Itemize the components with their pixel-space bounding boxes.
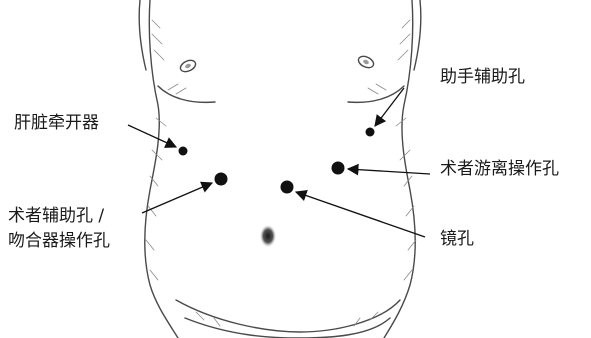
navel [260,225,276,247]
scope-arrow [296,192,425,237]
surgeon-port-label: 术者游离操作孔 [440,158,559,181]
surgeon-port [332,162,345,175]
assistant-port [366,128,375,137]
torso-illustration [139,0,421,338]
liver-retractor-arrow [128,125,176,147]
liver-retractor-label: 肝脏牵开器 [14,112,99,135]
assistant-arrow [375,88,404,126]
assistant-port-label: 助手辅助孔 [440,66,525,89]
surgeon-arrow [348,169,430,174]
surgeon-assist-label-line2: 吻合器操作孔 [8,230,110,253]
surgeon-assist-label-line1: 术者辅助孔 / [8,205,104,228]
surgeon-assist-arrow [142,183,212,213]
surgeon-assist-port [215,173,228,186]
scope-port-label: 镜孔 [440,228,474,251]
scope-port [281,181,294,194]
liver-retractor-port [179,147,188,156]
